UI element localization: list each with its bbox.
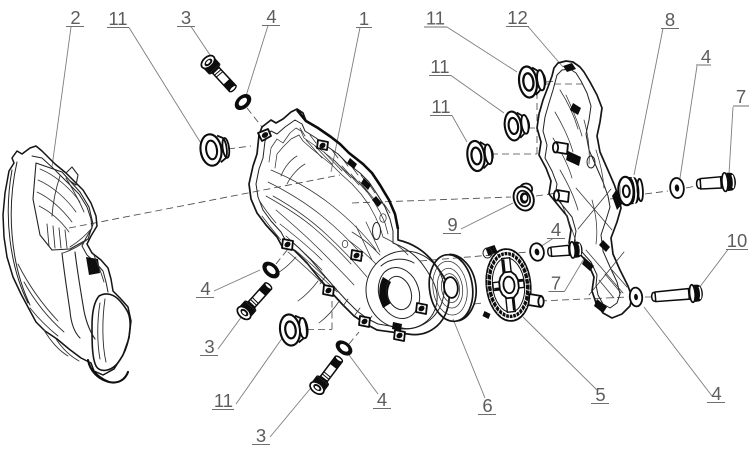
svg-text:11: 11 [214,390,233,411]
svg-text:5: 5 [595,384,605,405]
svg-text:9: 9 [447,214,457,235]
svg-text:4: 4 [266,6,276,27]
svg-text:4: 4 [551,219,561,240]
svg-text:3: 3 [256,425,266,446]
svg-text:7: 7 [736,86,746,107]
svg-text:11: 11 [108,8,127,29]
svg-text:1: 1 [359,8,369,29]
svg-text:4: 4 [377,389,387,410]
svg-text:11: 11 [431,96,450,117]
svg-text:4: 4 [200,278,210,299]
svg-text:10: 10 [727,230,748,251]
svg-text:3: 3 [181,7,191,28]
svg-text:4: 4 [701,46,711,67]
svg-text:11: 11 [430,56,449,77]
svg-text:2: 2 [70,7,80,28]
svg-text:11: 11 [426,8,445,29]
svg-text:3: 3 [204,336,214,357]
svg-text:4: 4 [711,383,721,404]
svg-text:8: 8 [665,9,675,30]
svg-text:7: 7 [551,273,561,294]
svg-text:6: 6 [482,395,492,416]
svg-text:12: 12 [507,7,528,28]
